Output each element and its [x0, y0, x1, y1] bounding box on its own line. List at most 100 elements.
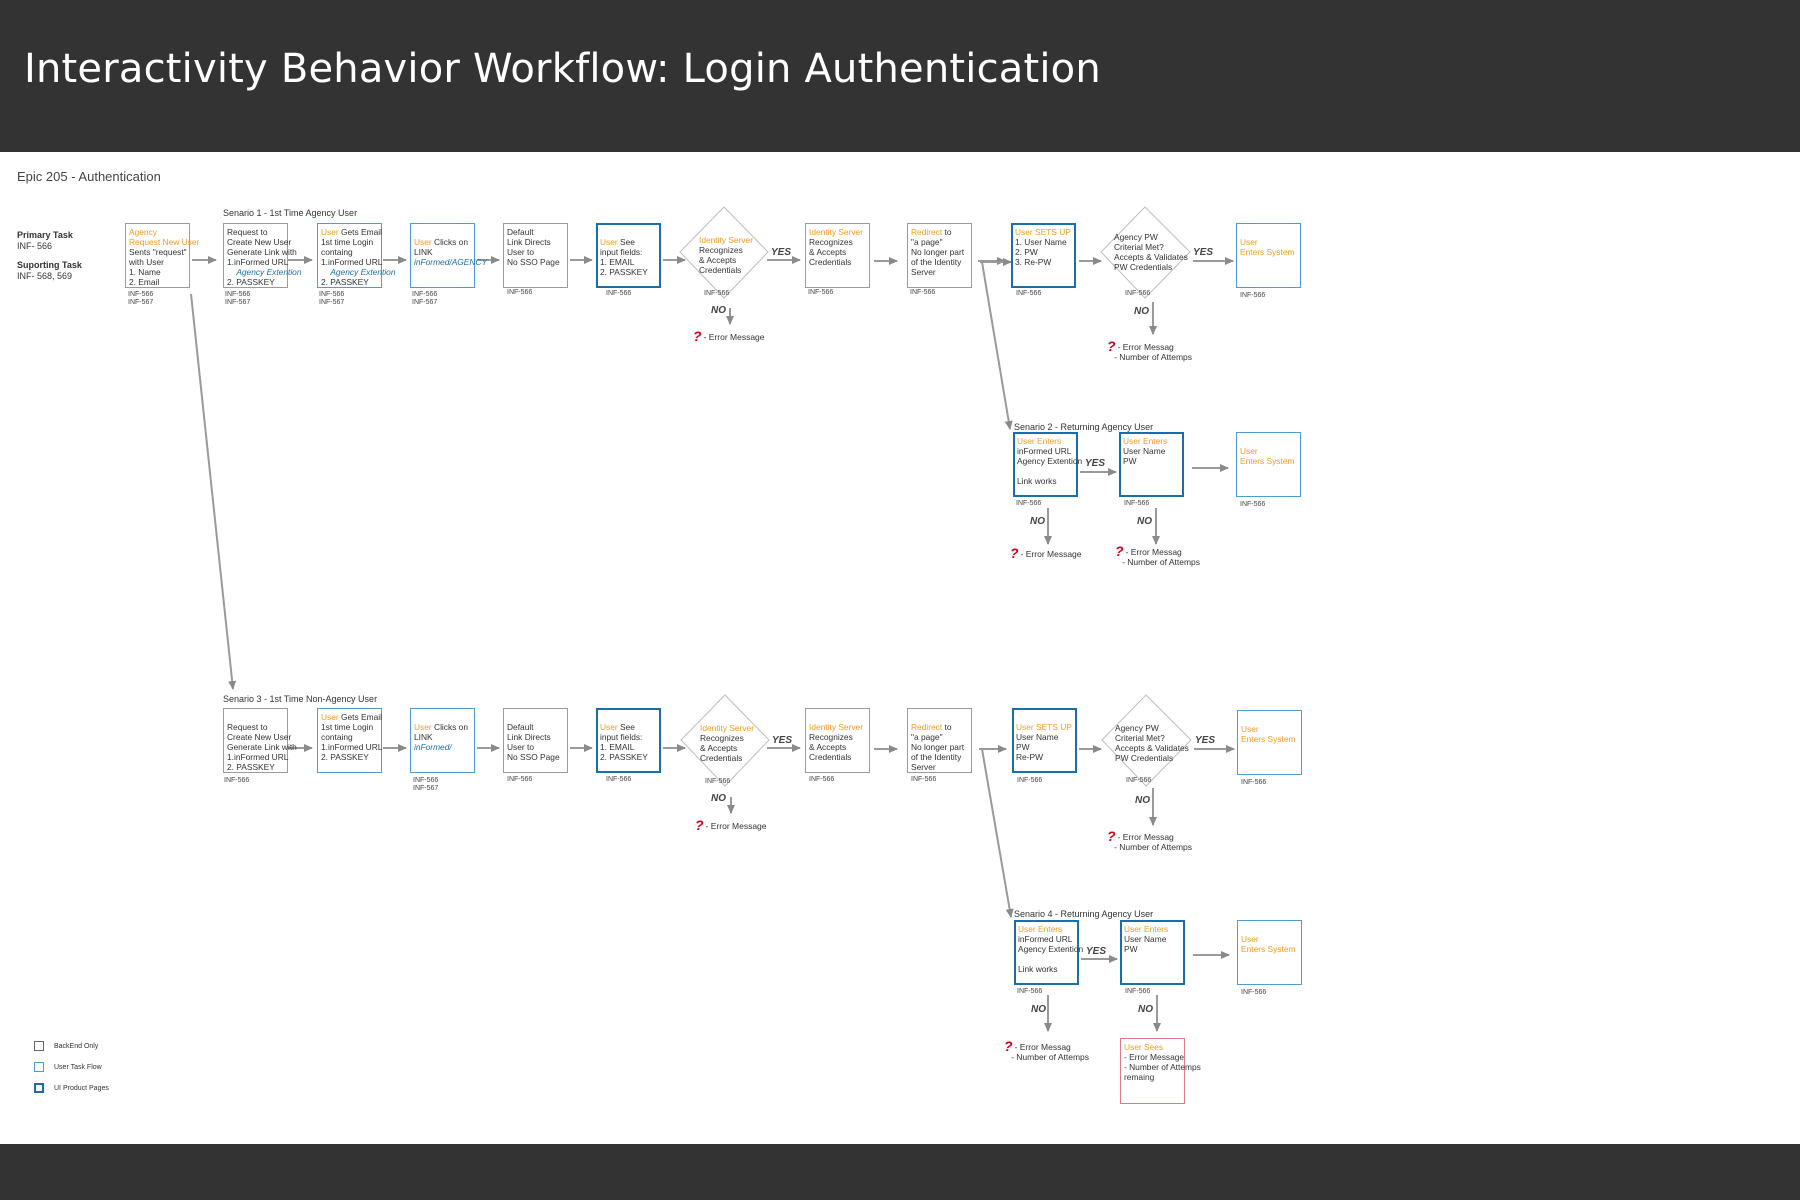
s1-agency-request-box: Agency Request New User Sents "request" … [125, 223, 199, 288]
decision-diamond [679, 206, 769, 299]
s1-input-fields-page: User See input fields: 1. EMAIL 2. PASSK… [596, 223, 661, 288]
legend-swatch [34, 1041, 44, 1051]
yes-label: YES [1195, 735, 1216, 746]
s2-enters-system-box: User Enters System [1236, 432, 1301, 497]
yes-label: YES [771, 247, 792, 258]
arrow [981, 261, 1013, 430]
s3-box4-ids: INF-566 [507, 776, 533, 783]
s1-create-user-box: Request to Create New User Generate Link… [223, 223, 302, 288]
s3-sets-up-page: User SETS UP User Name PW Re-PW [1012, 708, 1077, 773]
question-mark-icon: ? [1107, 338, 1116, 354]
s3-box7-ids: INF-566 [911, 776, 937, 783]
s2-pw-error: ?- Error Messag - Number of Attemps [1115, 543, 1201, 567]
legend-taskflow: User Task Flow [34, 1062, 102, 1072]
page-title: Interactivity Behavior Workflow: Login A… [24, 46, 1101, 92]
s2-box3-ids: INF-566 [1240, 501, 1266, 508]
s3-enters-system-box: User Enters System [1237, 710, 1302, 775]
no-label: NO [1135, 795, 1150, 806]
scenario-2-label: Senario 2 - Returning Agency User [1014, 422, 1154, 432]
s3-pw-decision-text: Agency PW Criterial Met? Accepts & Valid… [1115, 723, 1189, 763]
question-mark-icon: ? [1115, 543, 1124, 559]
s1-diamond2-ids: INF-566 [1125, 290, 1151, 297]
no-label: NO [1030, 516, 1045, 527]
primary-task: Primary Task INF- 566 [17, 230, 73, 251]
s1-box6-ids: INF-566 [606, 290, 632, 297]
s2-enters-url-page: User Enters inFormed URL Agency Extentio… [1013, 432, 1082, 497]
s3-diamond-ids: INF-566 [705, 778, 731, 785]
s4-enters-system-box: User Enters System [1237, 920, 1302, 985]
s1-pw-error: ?- Error Messag - Number of Attemps [1107, 338, 1193, 362]
s4-box3-ids: INF-566 [1241, 989, 1267, 996]
yes-label: YES [1085, 458, 1106, 469]
no-label: NO [1031, 1004, 1046, 1015]
epic-label: Epic 205 - Authentication [17, 169, 161, 184]
question-mark-icon: ? [693, 328, 702, 344]
question-mark-icon: ? [695, 817, 704, 833]
s3-box9-ids: INF-566 [1241, 779, 1267, 786]
no-label: NO [1134, 306, 1149, 317]
s1-error-message: ?- Error Message [693, 328, 765, 344]
s1-box5-ids: INF-566 [507, 289, 533, 296]
legend-ui: UI Product Pages [34, 1083, 109, 1093]
s3-box5-ids: INF-566 [606, 776, 632, 783]
supporting-task: Suporting Task INF- 568, 569 [17, 260, 82, 281]
s3-default-link-box: Default Link Directs User to No SSO Page [503, 708, 568, 773]
decision-diamond [1100, 206, 1191, 299]
s1-sets-up-page: User SETS UP 1. User Name 2. PW 3. Re-PW [1011, 223, 1076, 288]
s4-enters-credentials-page: User Enters User Name PW [1120, 920, 1185, 985]
no-label: NO [711, 793, 726, 804]
s4-box1-ids: INF-566 [1017, 988, 1043, 995]
s3-box8-ids: INF-566 [1017, 777, 1043, 784]
legend-swatch [34, 1083, 44, 1093]
s1-box9-ids: INF-566 [1016, 290, 1042, 297]
arrow [190, 293, 237, 690]
scenario-1-label: Senario 1 - 1st Time Agency User [223, 208, 358, 218]
legend-swatch [34, 1062, 44, 1072]
s1-default-link-box: Default Link Directs User to No SSO Page [503, 223, 568, 288]
s1-gets-email-box: User Gets Email 1st time Login containg … [317, 223, 396, 288]
s3-identity-server-box: Identity Server Recognizes & Accepts Cre… [805, 708, 870, 773]
s3-gets-email-box: User Gets Email 1st time Login containg … [317, 708, 382, 773]
s3-box1-ids: INF-566 [224, 777, 250, 784]
s3-redirect-box: Redirect to "a page" No longer part of t… [907, 708, 972, 773]
connector-lines [190, 206, 1235, 1032]
s3-diamond2-ids: INF-566 [1126, 777, 1152, 784]
s2-box1-ids: INF-566 [1016, 500, 1042, 507]
arrow [981, 748, 1014, 918]
s1-box10-ids: INF-566 [1240, 292, 1266, 299]
s1-diamond-ids: INF-566 [704, 290, 730, 297]
s3-identity-decision-text: Identity Server Recognizes & Accepts Cre… [700, 723, 754, 763]
s1-box7-ids: INF-566 [808, 289, 834, 296]
s3-pw-error: ?- Error Messag - Number of Attemps [1107, 828, 1193, 852]
yes-label: YES [1086, 946, 1107, 957]
question-mark-icon: ? [1010, 545, 1019, 561]
yes-label: YES [1193, 247, 1214, 258]
s3-input-fields-page: User See input fields: 1. EMAIL 2. PASSK… [596, 708, 661, 773]
header-bar: Interactivity Behavior Workflow: Login A… [0, 0, 1800, 152]
s2-enters-credentials-page: User Enters User Name PW [1119, 432, 1184, 497]
legend-backend: BackEnd Only [34, 1041, 98, 1051]
decision-diamond [680, 694, 770, 787]
s2-error-message: ?- Error Message [1010, 545, 1082, 561]
footer-bar [0, 1144, 1800, 1200]
s1-identity-decision-text: Identity Server Recognizes & Accepts Cre… [699, 235, 753, 275]
scenario-4-label: Senario 4 - Returning Agency User [1014, 909, 1154, 919]
diagram-canvas: Epic 205 - Authentication Primary Task I… [0, 152, 1800, 1144]
s4-box2-ids: INF-566 [1125, 988, 1151, 995]
s1-redirect-box: Redirect to "a page" No longer part of t… [907, 223, 972, 288]
s1-clicks-link-box: User Clicks on LINK inFormed/AGENCY [410, 223, 487, 288]
s3-clicks-link-box: User Clicks on LINK inFormed/ [410, 708, 475, 773]
s3-error-message: ?- Error Message [695, 817, 767, 833]
no-label: NO [1138, 1004, 1153, 1015]
decision-diamond [1101, 694, 1192, 787]
s1-enters-system-box: User Enters System [1236, 223, 1301, 288]
s1-pw-decision-text: Agency PW Criterial Met? Accepts & Valid… [1114, 232, 1188, 272]
question-mark-icon: ? [1004, 1038, 1013, 1054]
no-label: NO [711, 305, 726, 316]
s1-identity-server-box: Identity Server Recognizes & Accepts Cre… [805, 223, 870, 288]
scenario-3-label: Senario 3 - 1st Time Non-Agency User [223, 694, 378, 704]
